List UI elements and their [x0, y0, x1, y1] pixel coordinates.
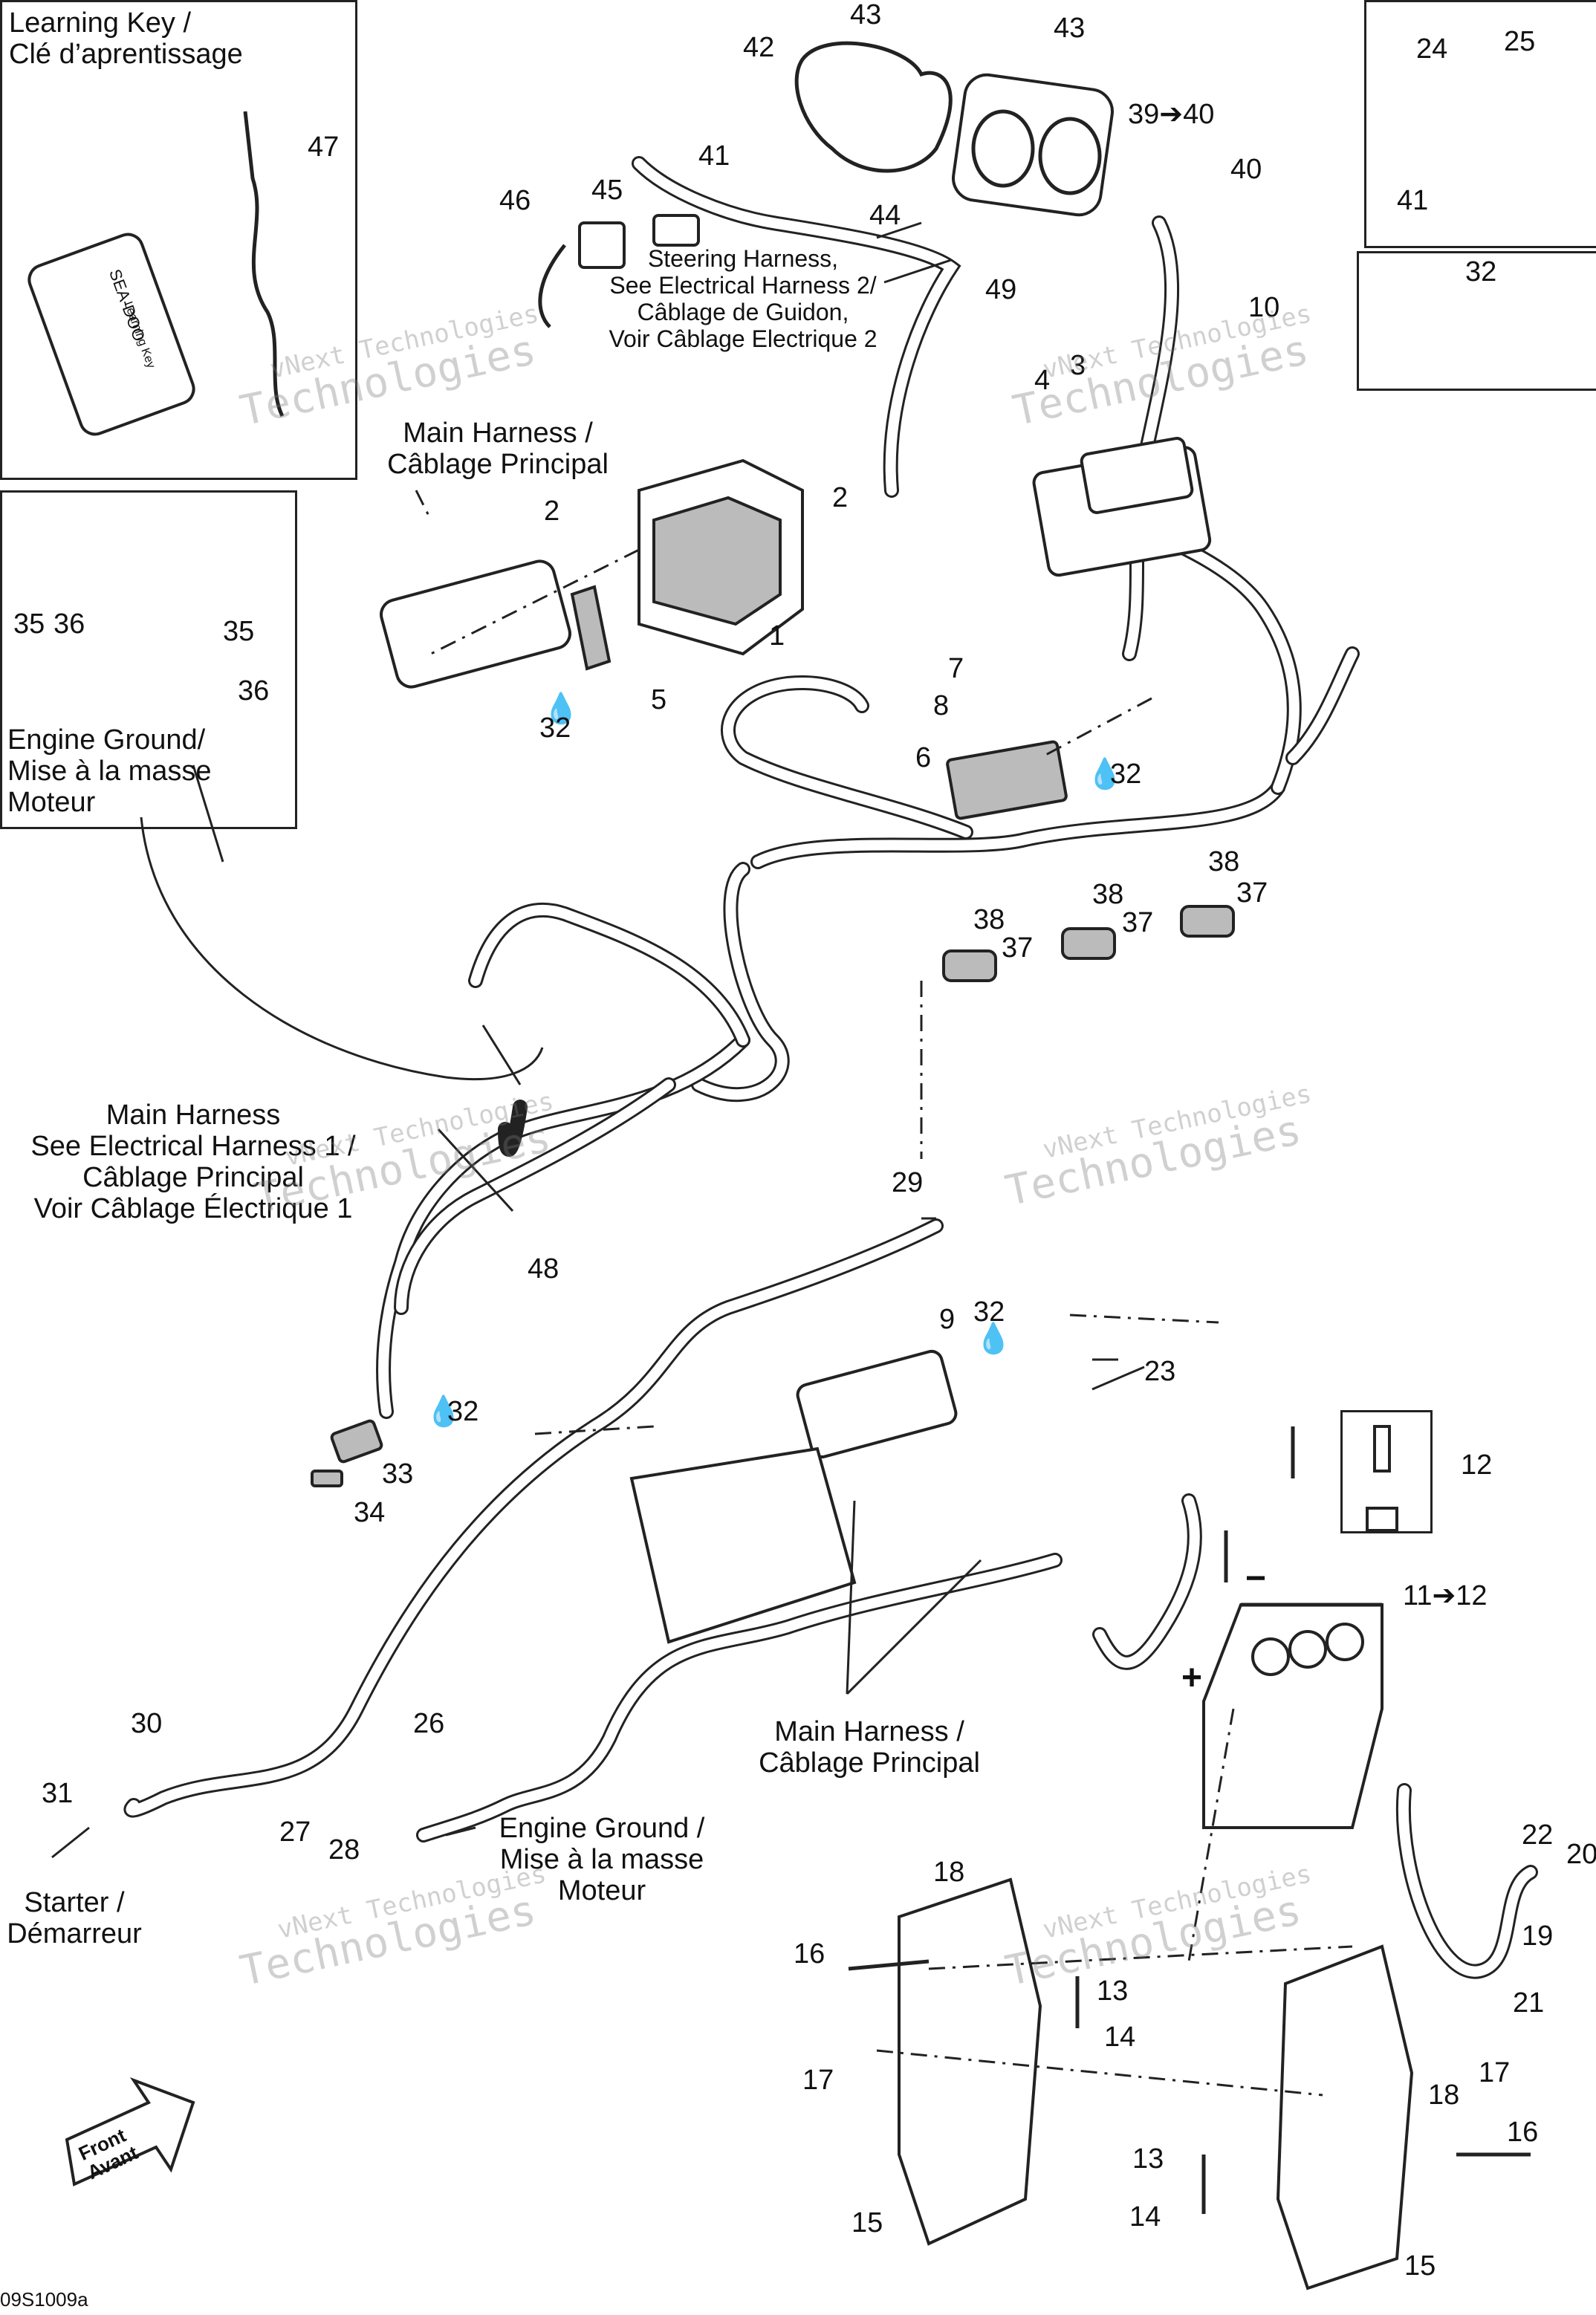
callout-13a: 13 — [1097, 1975, 1129, 2007]
battery-plus: + — [1181, 1658, 1203, 1698]
callout-43a: 43 — [850, 0, 882, 30]
callout-18a: 18 — [933, 1857, 965, 1888]
callout-4: 4 — [1034, 365, 1051, 396]
callout-14b: 14 — [1129, 2201, 1161, 2233]
callout-2a: 2 — [544, 496, 560, 527]
engine-ground-inset — [0, 490, 297, 829]
callout-49: 49 — [985, 274, 1017, 305]
main-harness-bottom-label: Main Harness / Câblage Principal — [759, 1716, 980, 1779]
learning-key-inset — [0, 0, 357, 480]
callout-11: 11➔12 — [1403, 1580, 1488, 1611]
fastener-inset — [1340, 1410, 1433, 1533]
callout-36a: 36 — [53, 608, 85, 640]
engine-ground-left-label: Engine Ground/ Mise à la masse Moteur — [7, 724, 212, 818]
callout-15b: 15 — [1404, 2250, 1436, 2282]
callout-48: 48 — [528, 1253, 559, 1285]
callout-34: 34 — [354, 1497, 386, 1528]
grease-drop-icon: 💧 — [542, 692, 580, 725]
callout-32d: 32 — [447, 1396, 479, 1427]
callout-28: 28 — [328, 1834, 360, 1866]
callout-15a: 15 — [851, 2207, 883, 2238]
callout-26: 26 — [413, 1708, 445, 1739]
callout-23: 23 — [1144, 1356, 1176, 1387]
front-arrow-icon — [65, 2077, 195, 2186]
callout-43b: 43 — [1054, 13, 1086, 44]
callout-21: 21 — [1513, 1987, 1545, 2019]
callout-6: 6 — [915, 742, 932, 773]
callout-41a: 41 — [698, 140, 730, 172]
callout-37c: 37 — [1236, 877, 1268, 909]
callout-5: 5 — [651, 684, 667, 715]
callout-18b: 18 — [1428, 2079, 1460, 2111]
callout-8: 8 — [933, 690, 950, 721]
callout-37a: 37 — [1002, 932, 1034, 964]
callout-22: 22 — [1522, 1819, 1554, 1851]
callout-30: 30 — [131, 1708, 163, 1739]
callout-16b: 16 — [1507, 2117, 1539, 2148]
learning-key-label: Learning Key / Clé d’aprentissage — [9, 7, 243, 70]
callout-32a: 32 — [539, 712, 571, 744]
callout-27: 27 — [279, 1816, 311, 1848]
callout-32e: 32 — [1465, 256, 1497, 288]
callout-14a: 14 — [1104, 2022, 1136, 2053]
callout-17a: 17 — [802, 2065, 834, 2096]
battery-minus: − — [1245, 1559, 1267, 1598]
callout-37b: 37 — [1122, 907, 1154, 938]
callout-35a: 35 — [13, 608, 45, 640]
callout-12: 12 — [1461, 1449, 1493, 1481]
callout-33: 33 — [382, 1458, 414, 1490]
callout-45: 45 — [591, 175, 623, 206]
callout-39: 39➔40 — [1128, 99, 1215, 130]
callout-46: 46 — [499, 185, 531, 216]
callout-13b: 13 — [1132, 2143, 1164, 2175]
callout-19: 19 — [1522, 1920, 1554, 1952]
callout-42: 42 — [743, 32, 775, 63]
callout-7: 7 — [948, 653, 964, 684]
callout-40: 40 — [1230, 154, 1262, 185]
callout-32c: 32 — [973, 1296, 1005, 1328]
callout-25: 25 — [1504, 26, 1536, 57]
main-harness-mid-label: Main Harness See Electrical Harness 1 / … — [30, 1100, 356, 1224]
callout-47: 47 — [308, 132, 340, 163]
grease-drop-icon: 💧 — [1086, 758, 1123, 790]
grease-inset — [1357, 251, 1596, 391]
callout-24: 24 — [1416, 33, 1448, 65]
callout-17b: 17 — [1479, 2057, 1511, 2088]
callout-29: 29 — [892, 1167, 924, 1198]
callout-32b: 32 — [1110, 759, 1142, 790]
callout-38b: 38 — [1092, 879, 1124, 910]
callout-44: 44 — [869, 200, 901, 231]
callout-38a: 38 — [973, 904, 1005, 935]
callout-2b: 2 — [832, 482, 849, 513]
callout-1: 1 — [769, 620, 785, 652]
grease-drop-icon: 💧 — [425, 1395, 462, 1428]
grease-drop-icon: 💧 — [975, 1322, 1012, 1355]
callout-41b: 41 — [1397, 185, 1429, 216]
engine-ground-bottom-label: Engine Ground / Mise à la masse Moteur — [499, 1813, 705, 1906]
starter-label: Starter / Démarreur — [7, 1887, 142, 1949]
callout-10: 10 — [1248, 292, 1280, 323]
main-harness-top-label: Main Harness / Câblage Principal — [387, 418, 609, 480]
steering-harness-label: Steering Harness, See Electrical Harness… — [609, 245, 878, 352]
callout-9: 9 — [939, 1304, 956, 1335]
ties-inset — [1364, 0, 1596, 248]
figure-code: 09S1009a — [0, 2288, 88, 2311]
callout-20: 20 — [1566, 1839, 1596, 1870]
callout-31: 31 — [42, 1778, 74, 1809]
callout-16a: 16 — [794, 1938, 825, 1970]
callout-38c: 38 — [1208, 846, 1240, 877]
callout-3: 3 — [1070, 350, 1086, 381]
callout-35b: 35 — [223, 616, 255, 647]
callout-36b: 36 — [238, 675, 270, 707]
